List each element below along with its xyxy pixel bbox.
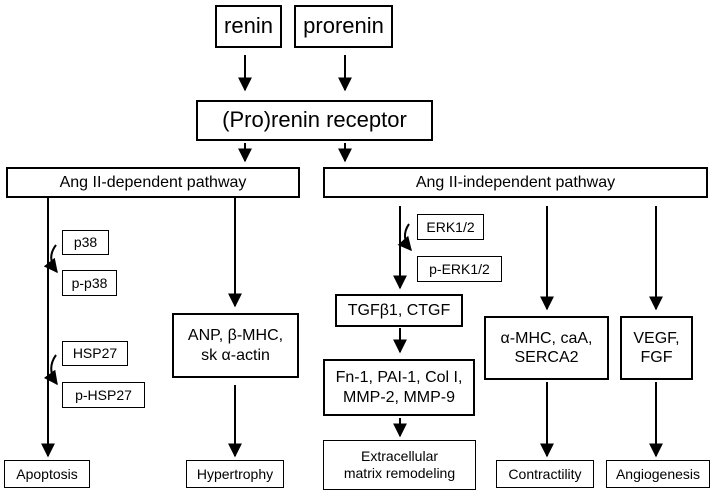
dependent-pathway-box: Ang II-dependent pathway — [6, 167, 300, 198]
ecm-line2: matrix remodeling — [343, 465, 456, 481]
p-p38-label: p-p38 — [71, 274, 108, 291]
apoptosis-box: Apoptosis — [4, 460, 90, 488]
p-hsp27-label: p-HSP27 — [75, 386, 132, 403]
independent-pathway-box: Ang II-independent pathway — [323, 167, 708, 198]
renin-label: renin — [224, 13, 273, 39]
p38-label: p38 — [73, 234, 98, 251]
anp-line1: ANP, β-MHC, — [187, 327, 284, 345]
contractility-label: Contractility — [508, 465, 582, 482]
angiogenesis-box: Angiogenesis — [606, 460, 710, 488]
hsp27-label: HSP27 — [72, 345, 118, 362]
ecm-line1: Extracellular — [360, 448, 439, 465]
fn-line1: Fn-1, PAI-1, Col I, — [335, 369, 463, 387]
apoptosis-label: Apoptosis — [16, 465, 78, 482]
angiogenesis-label: Angiogenesis — [615, 465, 701, 482]
tgf-box: TGFβ1, CTGF — [335, 294, 463, 327]
renin-box: renin — [215, 5, 282, 48]
arrow-p38-curve — [43, 244, 58, 274]
hsp27-box: HSP27 — [62, 341, 128, 366]
dependent-pathway-label: Ang II-dependent pathway — [59, 173, 247, 191]
p-p38-box: p-p38 — [62, 270, 117, 296]
erk-label: ERK1/2 — [426, 218, 475, 235]
fn-line2: MMP-2, MMP-9 — [343, 388, 455, 406]
anp-box: ANP, β-MHC, sk α-actin — [172, 313, 299, 378]
mhc-box: α-MHC, caA, SERCA2 — [484, 316, 609, 380]
hypertrophy-box: Hypertrophy — [186, 460, 284, 488]
tgf-label: TGFβ1, CTGF — [347, 301, 451, 319]
receptor-label: (Pro)renin receptor — [222, 107, 407, 133]
ecm-box: Extracellular matrix remodeling — [323, 440, 476, 490]
p38-box: p38 — [62, 230, 109, 255]
arrow-hsp27-curve — [43, 354, 58, 386]
mhc-line2: SERCA2 — [514, 349, 579, 366]
p-erk-box: p-ERK1/2 — [417, 256, 502, 282]
vegf-line2: FGF — [640, 349, 673, 366]
erk-box: ERK1/2 — [417, 214, 484, 240]
receptor-box: (Pro)renin receptor — [196, 100, 433, 141]
mhc-line1: α-MHC, caA, — [500, 329, 593, 347]
hypertrophy-label: Hypertrophy — [196, 465, 274, 482]
vegf-line1: VEGF, — [633, 329, 680, 347]
anp-line2: sk α-actin — [201, 346, 270, 364]
vegf-box: VEGF, FGF — [620, 316, 693, 380]
p-erk-label: p-ERK1/2 — [429, 260, 490, 277]
arrow-erk-curve — [397, 223, 412, 252]
contractility-box: Contractility — [496, 460, 594, 488]
independent-pathway-label: Ang II-independent pathway — [415, 173, 616, 191]
prorenin-label: prorenin — [303, 13, 384, 39]
prorenin-box: prorenin — [294, 5, 393, 48]
fn-box: Fn-1, PAI-1, Col I, MMP-2, MMP-9 — [323, 359, 475, 416]
p-hsp27-box: p-HSP27 — [62, 382, 145, 408]
